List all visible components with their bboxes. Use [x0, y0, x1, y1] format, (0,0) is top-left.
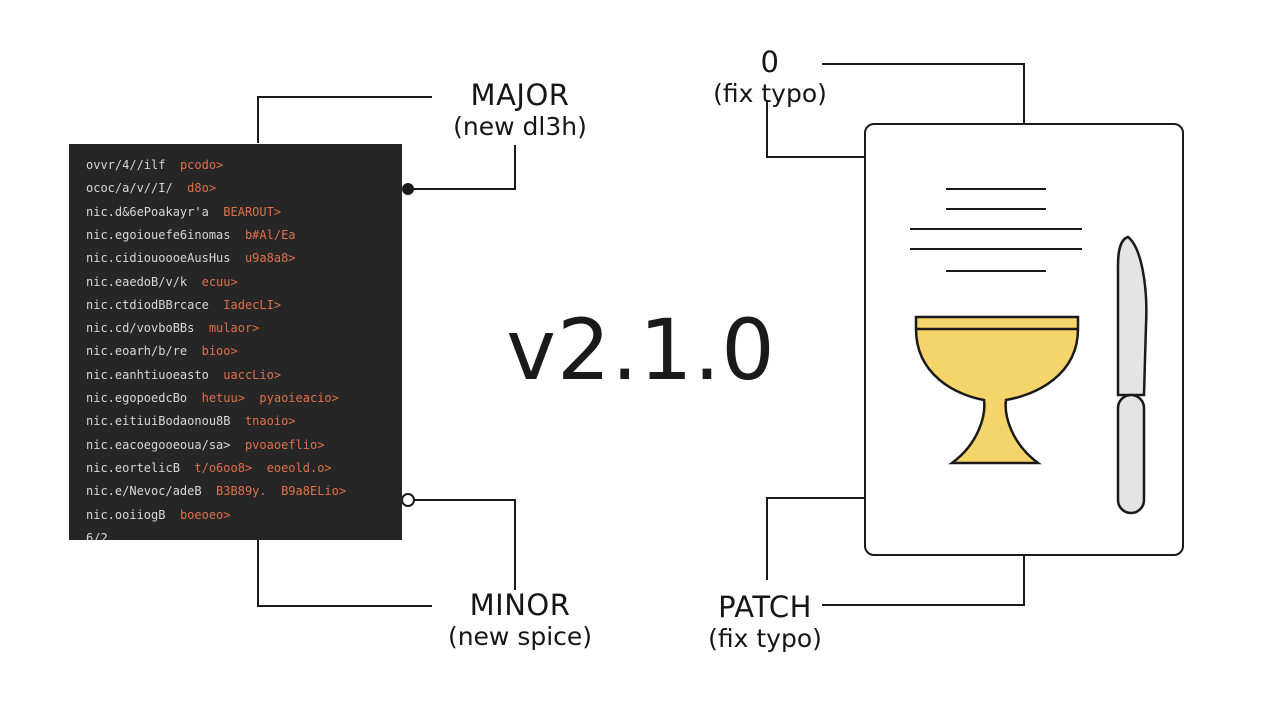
code-line: nic.egopoedcBo hetuu> pyaoieacio>: [86, 391, 339, 405]
code-text: nic.eortelicB: [86, 460, 180, 475]
code-text: ovvr/4//ilf: [86, 158, 166, 172]
code-text: nic.ctdiodBBrcace: [86, 297, 209, 312]
code-text: ococ/a/v//I/: [86, 181, 173, 196]
code-line: nic.d&6ePoakayr'a BEAROUT>: [86, 205, 281, 219]
code-accent: bioo>: [201, 344, 238, 359]
code-text: nic.eaedoB/v/k: [86, 274, 188, 289]
code-text: nic.egoiouefe6inomas: [86, 227, 231, 242]
code-accent: IadecLI>: [223, 297, 282, 312]
minor-title: MINOR: [469, 588, 571, 622]
code-accent: boeoeo>: [179, 507, 231, 522]
zero-title: 0: [760, 45, 780, 79]
zero-subtitle: (fix typo): [713, 79, 827, 108]
code-line: nic.eanhtiuoeasto uaccLio>: [86, 368, 281, 382]
patch-title: PATCH: [718, 590, 812, 624]
code-accent: b#Al/Ea: [244, 227, 296, 242]
minor-subtitle: (new spice): [447, 622, 593, 651]
connector-patch-side: [822, 556, 1025, 606]
code-line: nic.cd/vovboBBs mulaor>: [86, 321, 259, 335]
code-text: nic.egopoedcBo: [86, 391, 188, 405]
code-text: nic.eoarh/b/re: [86, 344, 188, 359]
connector-patch-arrow: [766, 497, 866, 580]
code-accent: d8o>: [187, 181, 217, 196]
connector-major-top: [257, 96, 432, 143]
code-line: nic.eacoegooeoua/sa> pvoaoeflio>: [86, 438, 324, 452]
code-line: nic.eitiuiBodaonou8B tnaoio>: [86, 414, 296, 428]
code-accent: ecuu>: [201, 274, 238, 289]
code-line: nic.eortelicB t/o6oo8> eoeold.o>: [86, 461, 332, 475]
code-accent: u9a8a8>: [244, 251, 296, 266]
version-label: v2.1.0: [506, 301, 776, 399]
code-line: nic.ctdiodBBrcace IadecLI>: [86, 298, 281, 312]
code-accent: pcodo>: [179, 158, 224, 172]
code-line: 6/2: [86, 531, 122, 540]
code-line: nic.ooiiogB boeoeo>: [86, 508, 231, 522]
label-major: MAJOR (new dl3h): [430, 78, 610, 142]
code-text: nic.ooiiogB: [86, 507, 166, 522]
code-line: nic.e/Nevoc/adeB B3B89y. B9a8ELio>: [86, 484, 346, 498]
code-accent: t/o6oo8> eoeold.o>: [194, 460, 332, 475]
document-icon: [910, 188, 1148, 515]
label-zero: 0 (fix typo): [700, 45, 840, 109]
code-text: nic.cd/vovboBBs: [86, 321, 195, 336]
connector-minor-side: [408, 499, 516, 590]
code-text: nic.eanhtiuoeasto: [86, 367, 209, 382]
document-card: [864, 123, 1184, 556]
code-accent: mulaor>: [208, 321, 260, 336]
code-text: 6/2: [86, 530, 108, 540]
code-line: nic.eaedoB/v/k ecuu>: [86, 275, 238, 289]
code-accent: uaccLio>: [223, 367, 282, 382]
connector-zero-arrow: [766, 100, 866, 158]
knife-icon: [1116, 235, 1148, 515]
connector-dot-filled: [402, 183, 414, 195]
code-line: nic.eoarh/b/re bioo>: [86, 344, 238, 358]
connector-zero: [822, 63, 1025, 123]
goblet-icon: [914, 315, 1080, 465]
code-accent: B3B89y. B9a8ELio>: [216, 484, 347, 499]
major-title: MAJOR: [470, 78, 570, 112]
code-accent: hetuu> pyaoieacio>: [201, 391, 339, 405]
connector-minor-bottom: [257, 540, 432, 607]
code-text: nic.eacoegooeoua/sa>: [86, 437, 231, 452]
code-text: nic.d&6ePoakayr'a: [86, 204, 209, 219]
connector-major-side: [408, 145, 516, 190]
code-line: nic.egoiouefe6inomas b#Al/Ea: [86, 228, 296, 242]
code-accent: tnaoio>: [244, 414, 296, 429]
major-subtitle: (new dl3h): [453, 112, 587, 141]
label-patch: PATCH (fix typo): [695, 590, 835, 654]
terminal-window: ovvr/4//ilf pcodo> ococ/a/v//I/ d8o> nic.d…: [69, 144, 402, 540]
code-text: nic.cidiouoooeAusHus: [86, 251, 231, 266]
label-minor: MINOR (new spice): [430, 588, 610, 652]
code-text: nic.e/Nevoc/adeB: [86, 484, 202, 499]
code-line: ococ/a/v//I/ d8o>: [86, 181, 216, 195]
code-accent: BEAROUT>: [223, 204, 282, 219]
code-accent: pvoaoeflio>: [244, 437, 325, 452]
code-line: ovvr/4//ilf pcodo>: [86, 158, 223, 172]
code-text: nic.eitiuiBodaonou8B: [86, 414, 231, 429]
connector-dot-open: [401, 493, 415, 507]
code-line: nic.cidiouoooeAusHus u9a8a8>: [86, 251, 296, 265]
patch-subtitle: (fix typo): [708, 624, 822, 653]
